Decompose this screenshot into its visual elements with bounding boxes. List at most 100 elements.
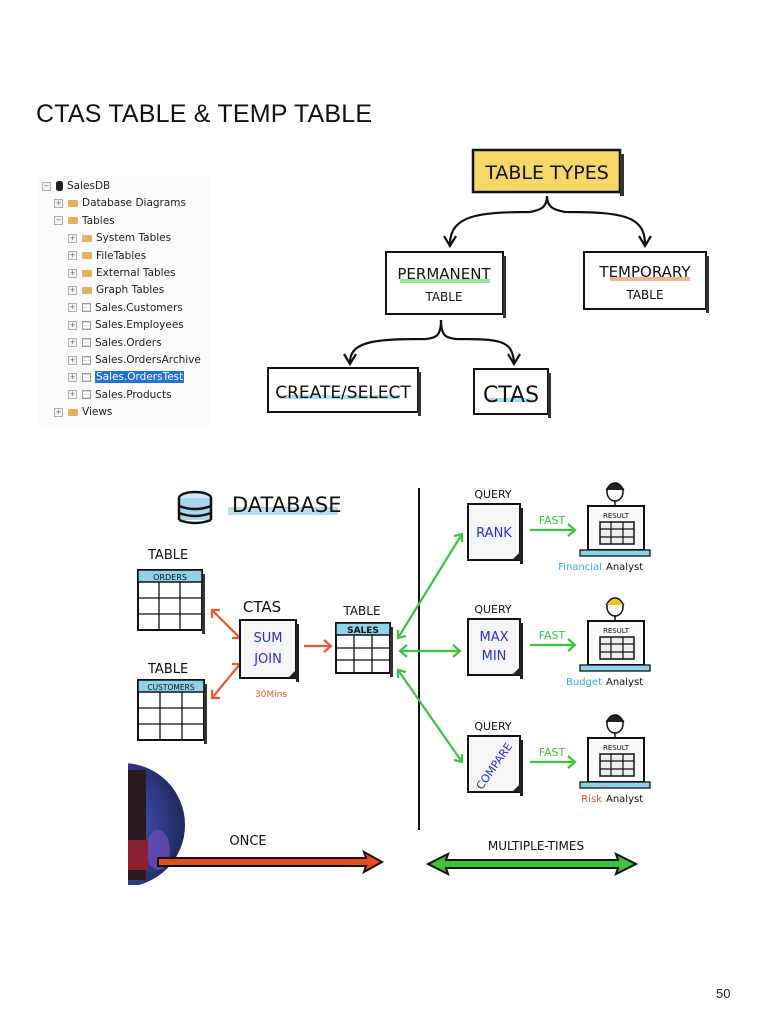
tree-item[interactable]: +Sales.OrdersTest — [68, 369, 185, 385]
fast-label: FAST — [539, 746, 566, 759]
analyst-avatar — [605, 597, 625, 621]
arrow-to-temporary — [545, 195, 647, 245]
sales-table-name: SALES — [347, 626, 379, 636]
fast-label: FAST — [539, 514, 566, 527]
tree-item-label: Graph Tables — [96, 284, 165, 297]
tree-item-label: System Tables — [96, 232, 172, 245]
query-text-line1: MAX — [479, 630, 508, 645]
table-icon — [82, 303, 91, 313]
expand-icon[interactable]: + — [68, 285, 77, 295]
analyst-label: Analyst — [606, 562, 643, 573]
arrow-to-permanent — [448, 195, 549, 245]
tree-item[interactable]: + FileTables — [68, 248, 146, 264]
temporary-table-label: TABLE — [625, 288, 663, 302]
tree-item[interactable]: − SalesDB — [42, 178, 110, 194]
query-caption: QUERY — [474, 720, 512, 733]
tree-item[interactable]: + Views — [54, 404, 112, 420]
ctas-join: JOIN — [253, 652, 282, 667]
tree-item-label: FileTables — [96, 249, 147, 262]
folder-icon — [82, 234, 92, 242]
ctas-label: CTAS — [483, 383, 539, 408]
orders-to-ctas-arrow — [210, 608, 242, 640]
collapse-icon[interactable]: − — [42, 181, 51, 191]
table-icon — [82, 320, 91, 330]
expand-icon[interactable]: + — [54, 198, 63, 208]
tree-item-label: Sales.Customers — [95, 301, 183, 314]
table-icon — [82, 338, 91, 348]
tree-item[interactable]: +Sales.Employees — [68, 317, 184, 333]
table-types-box — [471, 148, 622, 194]
arrow-to-create-select — [348, 319, 443, 363]
result-monitor — [579, 505, 651, 557]
query-caption: QUERY — [474, 603, 512, 616]
tree-item-label: Database Diagrams — [82, 197, 186, 210]
database-icon — [177, 490, 213, 525]
database-title: DATABASE — [232, 493, 341, 517]
once-arrow — [157, 849, 385, 875]
ctas-to-sales-arrow — [304, 639, 333, 653]
tree-item[interactable]: + Sales.OrdersArchive — [68, 352, 201, 368]
result-monitor — [579, 737, 651, 789]
expand-icon[interactable]: + — [68, 390, 77, 400]
create-select-box — [267, 367, 419, 413]
analyst-type-label: Risk — [581, 794, 602, 805]
tree-item[interactable]: + Graph Tables — [68, 282, 164, 298]
customers-to-ctas-arrow — [210, 662, 242, 700]
arrow-to-ctas — [439, 319, 516, 363]
tree-item[interactable]: +Sales.Orders — [68, 335, 162, 351]
ctas-caption: CTAS — [243, 598, 281, 616]
analyst-label: Analyst — [606, 794, 643, 805]
orders-table — [137, 569, 205, 634]
expand-icon[interactable]: + — [68, 268, 77, 278]
permanent-label: PERMANENT — [397, 265, 491, 283]
result-monitor — [579, 620, 651, 672]
tree-item[interactable]: + Database Diagrams — [54, 195, 186, 211]
customers-table-caption: TABLE — [147, 662, 188, 677]
query-text-line2: MIN — [482, 649, 507, 664]
table-icon — [82, 390, 91, 400]
expand-icon[interactable]: + — [68, 355, 77, 365]
tree-item[interactable]: + External Tables — [68, 265, 176, 281]
tree-item[interactable]: + System Tables — [68, 230, 171, 246]
expand-icon[interactable]: + — [68, 251, 77, 261]
result-label: RESULT — [603, 627, 630, 635]
fast-arrow — [530, 638, 577, 652]
collapse-icon[interactable]: − — [54, 216, 63, 226]
multiple-times-arrow — [425, 852, 639, 876]
tree-item[interactable]: + Sales.Customers — [68, 300, 183, 316]
table-icon — [82, 355, 91, 365]
tree-item-label: Views — [82, 406, 113, 419]
permanent-table-label: TABLE — [424, 290, 462, 304]
customers-table-name: CUSTOMERS — [147, 683, 194, 692]
ctas-database-diagram: DATABASE TABLE ORDERS TABLE CUSTOMERS CT… — [128, 482, 651, 885]
result-label: RESULT — [603, 512, 630, 520]
expand-icon[interactable]: + — [68, 233, 77, 243]
page-number: 50 — [716, 986, 731, 1001]
query-card — [467, 503, 523, 564]
expand-icon[interactable]: + — [54, 407, 63, 417]
expand-icon[interactable]: + — [68, 338, 77, 348]
create-select-label: CREATE/SELECT — [275, 383, 411, 403]
query-card — [467, 618, 523, 679]
object-explorer-tree: − SalesDB + Database Diagrams −Tables + System… — [38, 176, 210, 426]
presenter-video-thumbnail — [128, 763, 185, 885]
tree-item-label: External Tables — [96, 267, 176, 279]
analyst-type-label: Budget — [566, 677, 602, 688]
expand-icon[interactable]: + — [68, 303, 77, 313]
query-text: RANK — [476, 526, 512, 541]
folder-icon — [82, 286, 92, 294]
analyst-avatar — [605, 714, 625, 738]
tree-item-label: Sales.OrdersArchive — [95, 354, 201, 366]
analyst-type-label: Financial — [558, 562, 602, 573]
orders-table-caption: TABLE — [147, 548, 188, 563]
expand-icon[interactable]: + — [68, 320, 77, 330]
table-types-label: TABLE TYPES — [484, 162, 609, 184]
ctas-sum: SUM — [254, 631, 283, 646]
tree-item-label: SalesDB — [67, 180, 111, 192]
orders-table-name: ORDERS — [153, 573, 187, 582]
tree-item[interactable]: +Sales.Products — [68, 387, 172, 403]
tree-item[interactable]: −Tables — [54, 213, 115, 229]
expand-icon[interactable]: + — [68, 372, 77, 382]
database-icon — [56, 181, 63, 191]
query-card — [467, 735, 523, 796]
